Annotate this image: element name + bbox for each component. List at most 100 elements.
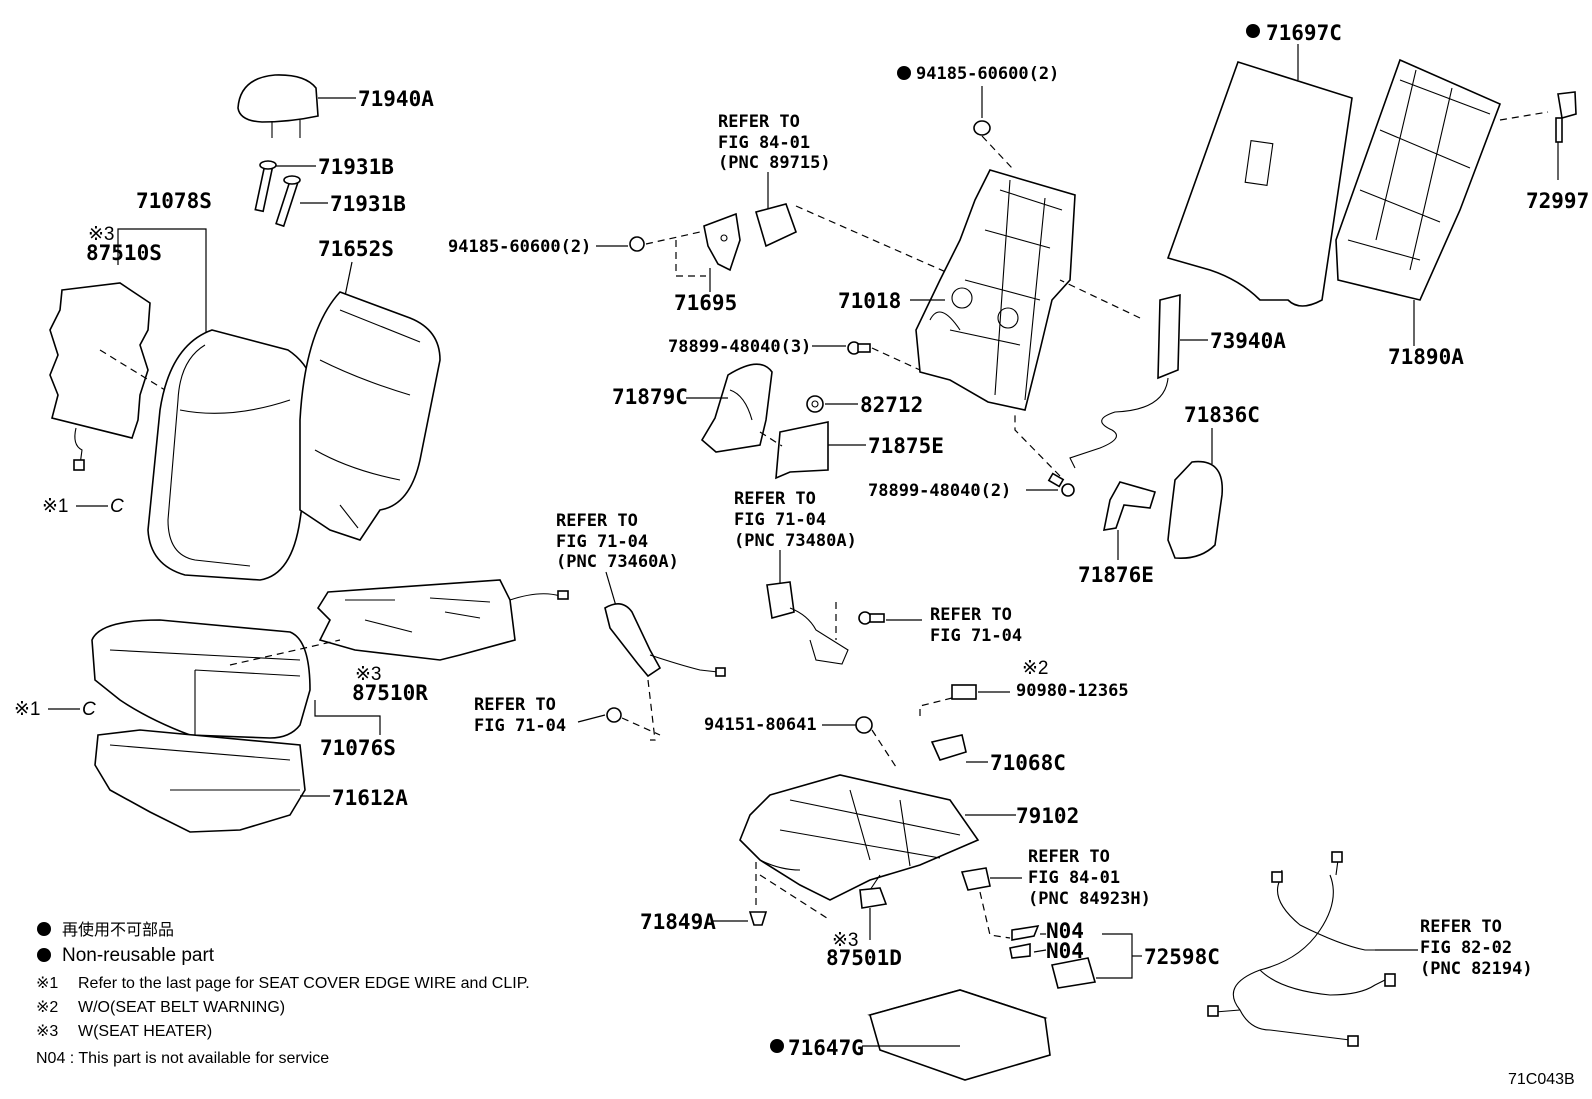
fastener-label-90980: 90980-12365 xyxy=(1016,681,1129,701)
cushion-pad-drawing xyxy=(91,619,341,739)
part-label-71931B-2: 71931B xyxy=(330,192,406,216)
part-label-71695: 71695 xyxy=(674,291,737,315)
legend-n04: N04 : This part is not available for ser… xyxy=(36,1050,329,1067)
legend-note1: Refer to the last page for SEAT COVER ED… xyxy=(78,975,530,992)
part-label-79102: 79102 xyxy=(1016,804,1079,828)
part-label-71697C: 71697C xyxy=(1266,21,1342,45)
part-label-73940A: 73940A xyxy=(1210,329,1286,353)
part-label-71076S: 71076S xyxy=(320,736,396,760)
side-panel-71836C-drawing xyxy=(1167,460,1223,560)
cover-71875E-drawing xyxy=(759,421,829,480)
part-label-71018: 71018 xyxy=(838,289,901,313)
cushion-heater-mat-drawing xyxy=(316,579,569,661)
svg-text:FIG 71-04: FIG 71-04 xyxy=(734,510,826,530)
nut-94185-top-drawing xyxy=(973,120,1013,169)
airbag-73940A-drawing xyxy=(1059,279,1181,469)
svg-text:REFER TO: REFER TO xyxy=(930,605,1012,625)
refer-fig-84-01-a: REFER TO FIG 84-01 (PNC 89715) xyxy=(718,112,831,173)
fastener-label-94185-top: 94185-60600(2) xyxy=(916,64,1059,84)
part-label-71068C: 71068C xyxy=(990,751,1066,775)
part-label-87501D: 87501D xyxy=(826,946,902,970)
part-label-n04-1: N04 xyxy=(1046,919,1084,943)
note-mark-87501D: ※3 xyxy=(832,930,859,951)
clip-71849A-drawing xyxy=(712,860,768,926)
part-label-87510R: 87510R xyxy=(352,681,428,705)
sensor-module-drawing xyxy=(755,203,1006,299)
part-label-71849A: 71849A xyxy=(640,910,716,934)
back-heater-mat-drawing xyxy=(49,282,166,471)
svg-text:REFER TO: REFER TO xyxy=(718,112,800,132)
refer-fig-71-04-pnc-73480A: REFER TO FIG 71-04 (PNC 73480A) xyxy=(734,489,857,551)
headrest-guide-drawing xyxy=(254,160,328,228)
bolt-94185-left-drawing xyxy=(629,231,706,277)
bolt-refer-drawing xyxy=(858,611,922,625)
note-mark-87510R: ※3 xyxy=(355,664,382,685)
legend-note1-mark: ※1 xyxy=(36,975,58,992)
part-label-n04-2: N04 xyxy=(1046,939,1084,963)
part-label-71876E: 71876E xyxy=(1078,563,1154,587)
refer-fig-71-04-nut: REFER TO FIG 71-04 xyxy=(474,695,566,736)
non-reusable-dot xyxy=(37,922,51,936)
part-label-71890A: 71890A xyxy=(1388,345,1464,369)
fastener-label-78899-b: 78899-48040(2) xyxy=(868,481,1011,501)
svg-text:FIG 84-01: FIG 84-01 xyxy=(718,133,810,153)
sensor-87501D-drawing xyxy=(859,887,888,940)
part-label-71875E: 71875E xyxy=(868,434,944,458)
back-board-71697C-drawing xyxy=(1166,61,1353,307)
legend-note3-mark: ※3 xyxy=(36,1023,58,1040)
svg-text:REFER TO: REFER TO xyxy=(734,489,816,509)
svg-text:REFER TO: REFER TO xyxy=(1420,917,1502,937)
nut-82712-drawing xyxy=(806,395,824,413)
note-mark-90980: ※2 xyxy=(1022,658,1049,679)
part-label-71940A: 71940A xyxy=(358,87,434,111)
anchor-73480A-drawing xyxy=(766,581,849,665)
seat-track-79102-drawing xyxy=(739,774,980,901)
refer-fig-71-04-pnc-73460A: REFER TO FIG 71-04 (PNC 73460A) xyxy=(556,511,679,572)
part-label-82712: 82712 xyxy=(860,393,923,417)
figure-id: 71C043B xyxy=(1508,1071,1575,1088)
svg-text:REFER TO: REFER TO xyxy=(474,695,556,715)
refer-fig-84-01-pnc-84923H: REFER TO FIG 84-01 (PNC 84923H) xyxy=(1028,847,1151,909)
refer-fig-71-04-bolt: REFER TO FIG 71-04 xyxy=(930,605,1022,646)
svg-text:(PNC 89715): (PNC 89715) xyxy=(718,153,831,173)
nut-refer-drawing xyxy=(606,707,661,736)
note-mark-back-1: ※1 xyxy=(42,496,69,517)
svg-text:(PNC 73480A): (PNC 73480A) xyxy=(734,531,857,551)
non-reusable-dot-94185 xyxy=(897,66,911,80)
wire-harness-82194-drawing xyxy=(1207,851,1418,1047)
svg-text:FIG 71-04: FIG 71-04 xyxy=(556,532,648,552)
refer-fig-82-02-pnc-82194: REFER TO FIG 82-02 (PNC 82194) xyxy=(1420,917,1533,979)
non-reusable-dot-71697C xyxy=(1246,24,1260,38)
part-label-72598C: 72598C xyxy=(1144,945,1220,969)
sheet-71647G-drawing xyxy=(862,989,1051,1081)
nut-94151-drawing xyxy=(855,716,899,771)
part-label-71879C: 71879C xyxy=(612,385,688,409)
hook-72997-drawing xyxy=(1555,91,1577,143)
legend-en: Non-reusable part xyxy=(62,945,215,966)
lock-71068C-drawing xyxy=(930,734,988,763)
svg-text:(PNC 73460A): (PNC 73460A) xyxy=(556,552,679,572)
fastener-label-78899-a: 78899-48040(3) xyxy=(668,337,811,357)
part-label-71078S: 71078S xyxy=(136,189,212,213)
svg-text:FIG 82-02: FIG 82-02 xyxy=(1420,938,1512,958)
seat-back-frame-drawing xyxy=(915,169,1076,411)
non-reusable-dot-en xyxy=(37,948,51,962)
svg-text:FIG 71-04: FIG 71-04 xyxy=(474,716,566,736)
back-pad-drawing xyxy=(147,329,317,581)
sensor-72598C-drawing xyxy=(1009,924,1142,989)
clip-label-cushion: C xyxy=(82,699,96,720)
svg-text:(PNC 84923H): (PNC 84923H) xyxy=(1028,889,1151,909)
part-label-71652S: 71652S xyxy=(318,237,394,261)
back-cover-drawing xyxy=(299,291,441,541)
clip-label-back: C xyxy=(110,496,124,517)
legend-note3: W(SEAT HEATER) xyxy=(78,1023,212,1040)
part-label-72997: 72997 xyxy=(1526,189,1589,213)
fastener-label-94151: 94151-80641 xyxy=(704,715,817,735)
legend-note2-mark: ※2 xyxy=(36,999,58,1016)
bolt-78899-b-drawing xyxy=(1014,412,1075,497)
trim-71879C-drawing xyxy=(700,363,773,453)
connector-90980-drawing xyxy=(919,684,1010,716)
svg-text:REFER TO: REFER TO xyxy=(1028,847,1110,867)
back-panel-71890A-drawing xyxy=(1335,58,1549,301)
